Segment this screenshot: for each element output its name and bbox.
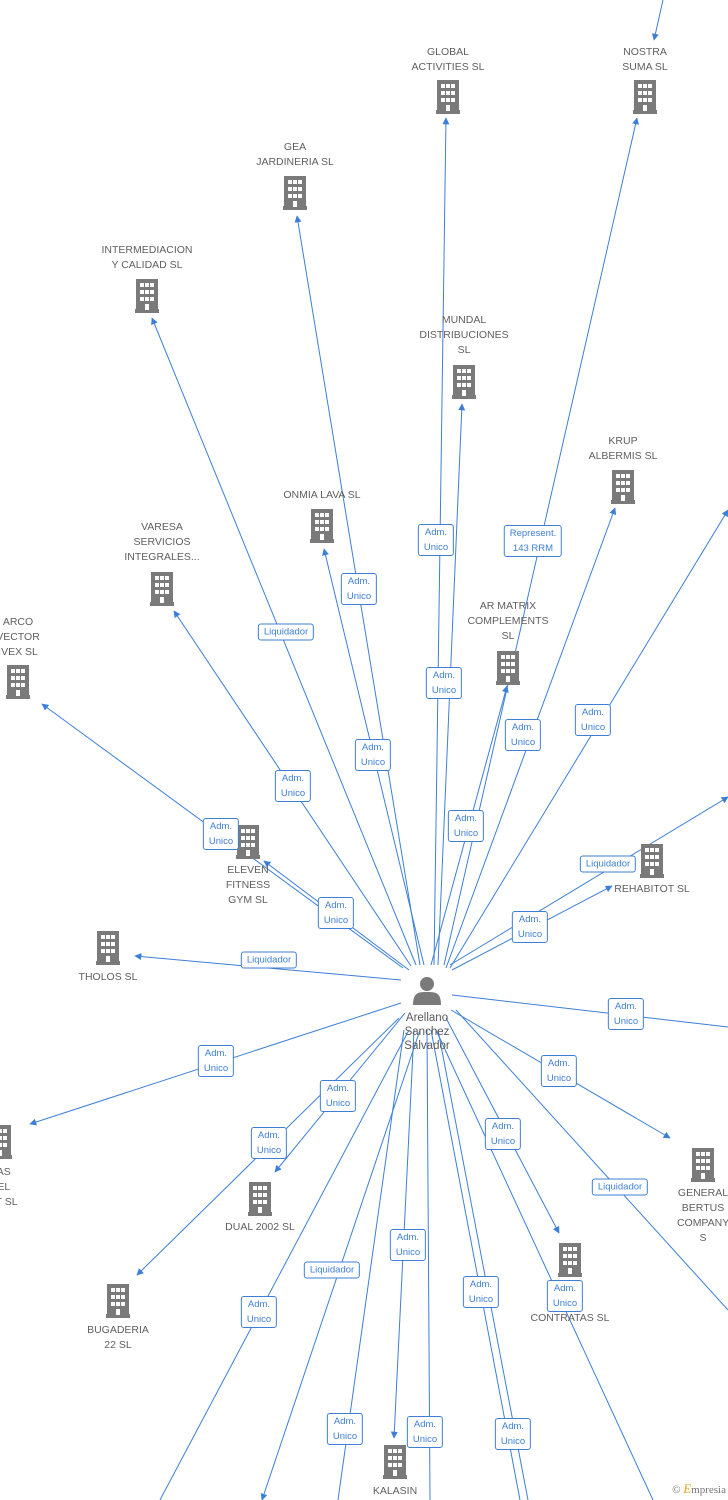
brand-initial: E (683, 1481, 692, 1496)
building-icon[interactable] (150, 572, 174, 606)
edge-21 (455, 1009, 728, 1311)
edge-badge-adm-unico[interactable]: Adm. Unico (340, 573, 378, 605)
edge-badge-adm-unico[interactable]: Adm. Unico (274, 770, 312, 802)
icons (0, 80, 715, 1479)
node-label-nostra[interactable]: NOSTRA SUMA SL (622, 46, 668, 73)
edge-badge-liquidador[interactable]: Liquidador (303, 1261, 361, 1279)
building-icon[interactable] (310, 509, 334, 543)
edge-badge-adm-unico[interactable]: Adm. Unico (574, 704, 612, 736)
edge-badge-adm-unico[interactable]: Adm. Unico (484, 1118, 522, 1150)
edge-badge-represent[interactable]: Represent. 143 RRM (503, 525, 563, 557)
building-icon[interactable] (436, 80, 460, 114)
node-label-onmia[interactable]: ONMIA LAVA SL (283, 489, 361, 501)
edge-badge-adm-unico[interactable]: Adm. Unico (417, 524, 455, 556)
building-icon[interactable] (558, 1243, 582, 1277)
edge-badge-adm-unico[interactable]: Adm. Unico (447, 810, 485, 842)
building-icon[interactable] (0, 1125, 12, 1159)
node-label-bugaderia[interactable]: BUGADERIA 22 SL (87, 1324, 149, 1351)
building-icon[interactable] (640, 844, 664, 878)
edge-badge-adm-unico[interactable]: Adm. Unico (240, 1296, 278, 1328)
edge-badge-adm-unico[interactable]: Adm. Unico (319, 1080, 357, 1112)
building-icon[interactable] (135, 279, 159, 313)
copyright-symbol: © (672, 1484, 681, 1496)
edge-badge-adm-unico[interactable]: Adm. Unico (540, 1055, 578, 1087)
edge-badge-liquidador[interactable]: Liquidador (257, 623, 315, 641)
building-icon[interactable] (691, 1148, 715, 1182)
edge-badge-adm-unico[interactable]: Adm. Unico (197, 1045, 235, 1077)
edge-badge-adm-unico[interactable]: Adm. Unico (202, 818, 240, 850)
edge-badge-liquidador[interactable]: Liquidador (591, 1178, 649, 1196)
node-label-kalasin[interactable]: KALASIN (372, 1485, 418, 1497)
edge-badge-adm-unico[interactable]: Adm. Unico (326, 1413, 364, 1445)
building-icon[interactable] (633, 80, 657, 114)
edge-badge-liquidador[interactable]: Liquidador (579, 855, 637, 873)
building-icon[interactable] (236, 825, 260, 859)
node-label-mundal[interactable]: MUNDAL DISTRIBUCIONES SL (419, 314, 509, 356)
building-icon[interactable] (96, 931, 120, 965)
brand-name: mpresia (691, 1484, 726, 1496)
building-icon[interactable] (6, 665, 30, 699)
edge-badge-adm-unico[interactable]: Adm. Unico (354, 739, 392, 771)
node-label-eleven[interactable]: ELEVEN FITNESS GYM SL (225, 864, 271, 906)
edge-badge-adm-unico[interactable]: Adm. Unico (425, 667, 463, 699)
edge-badge-adm-unico[interactable]: Adm. Unico (494, 1418, 532, 1450)
person-icon[interactable] (413, 977, 441, 1005)
building-icon[interactable] (283, 176, 307, 210)
edge-badge-adm-unico[interactable]: Adm. Unico (546, 1280, 584, 1312)
building-icon[interactable] (452, 365, 476, 399)
edge-badge-adm-unico[interactable]: Adm. Unico (504, 719, 542, 751)
node-label-dual[interactable]: DUAL 2002 SL (225, 1221, 295, 1233)
node-label-arco[interactable]: ARCO VECTOR IVEX SL (0, 616, 40, 658)
node-label-global[interactable]: GLOBAL ACTIVITIES SL (411, 46, 485, 73)
edge-badge-adm-unico[interactable]: Adm. Unico (406, 1416, 444, 1448)
center-person-label[interactable]: Arellano Sanchez Salvador (404, 1012, 450, 1052)
edge-7 (449, 509, 728, 969)
edge-4 (151, 317, 417, 966)
edge-badge-adm-unico[interactable]: Adm. Unico (511, 911, 549, 943)
edge-25 (435, 1029, 654, 1500)
brand-watermark: © Empresia (672, 1481, 726, 1497)
edge-badge-liquidador[interactable]: Liquidador (240, 951, 298, 969)
edge-badge-adm-unico[interactable]: Adm. Unico (607, 998, 645, 1030)
edge-badge-adm-unico[interactable]: Adm. Unico (389, 1229, 427, 1261)
node-label-rehabitot[interactable]: REHABITOT SL (614, 883, 690, 895)
building-icon[interactable] (248, 1182, 272, 1216)
node-label-intermediacion[interactable]: INTERMEDIACION Y CALIDAD SL (101, 244, 193, 271)
node-label-krup[interactable]: KRUP ALBERMIS SL (588, 435, 658, 462)
edge-incoming (651, 0, 664, 41)
edge-24 (159, 1029, 410, 1500)
edge-13 (449, 796, 728, 966)
node-label-armatrix[interactable]: AR MATRIX COMPLEMENTS SL (467, 600, 549, 642)
edge-badge-adm-unico[interactable]: Adm. Unico (317, 897, 355, 929)
node-label-tholos[interactable]: THOLOS SL (78, 971, 138, 983)
node-label-cas[interactable]: CAS DEL SAT SL (0, 1166, 18, 1208)
building-icon[interactable] (106, 1284, 130, 1318)
node-label-general[interactable]: GENERAL BERTUS COMPANY S (676, 1187, 728, 1244)
edge-badge-adm-unico[interactable]: Adm. Unico (250, 1127, 288, 1159)
edge-15 (451, 994, 728, 1028)
node-label-varesa[interactable]: VARESA SERVICIOS INTEGRALES... (124, 521, 200, 563)
building-icon[interactable] (496, 651, 520, 685)
edge-badge-adm-unico[interactable]: Adm. Unico (462, 1276, 500, 1308)
building-icon[interactable] (611, 470, 635, 504)
building-icon[interactable] (383, 1445, 407, 1479)
node-label-gea[interactable]: GEA JARDINERIA SL (256, 141, 334, 168)
